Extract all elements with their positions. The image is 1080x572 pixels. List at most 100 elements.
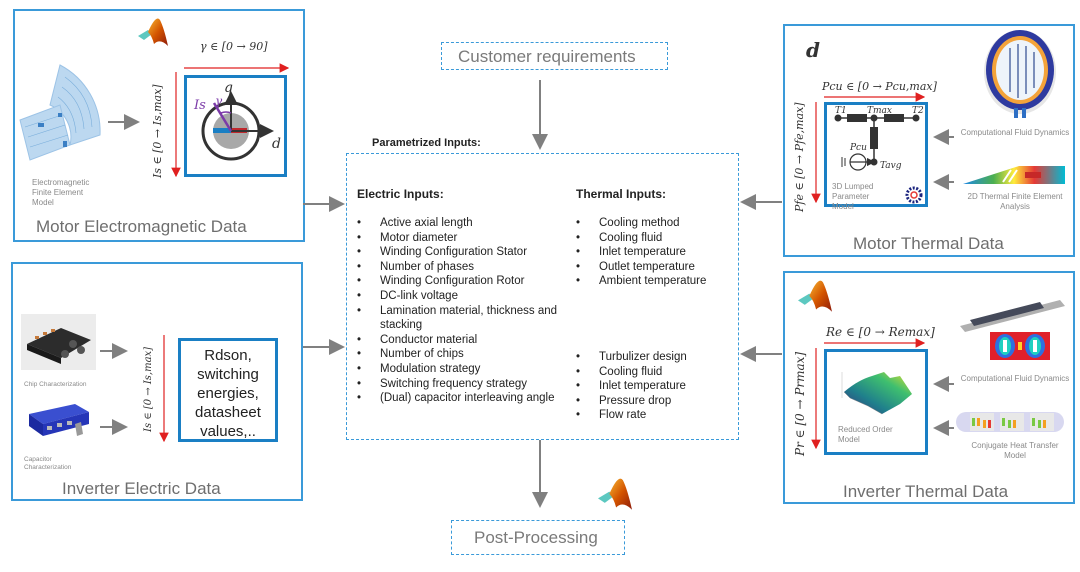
list-item-label: (Dual) capacitor interleaving angle: [380, 392, 555, 405]
bullet-icon: •: [576, 380, 581, 393]
list-item: •Winding Configuration Rotor: [357, 274, 577, 289]
electric-inputs-heading: Electric Inputs:: [357, 187, 444, 201]
list-item: •Switching frequency strategy: [357, 377, 577, 392]
bullet-icon: •: [357, 333, 362, 346]
electric-inputs-list: •Active axial length•Motor diameter•Wind…: [357, 216, 577, 406]
list-item-label: Switching frequency strategy: [380, 377, 528, 390]
list-item: •Turbulizer design: [576, 350, 736, 365]
inverter-thermal-to-inputs-arrow: [740, 346, 782, 362]
chip-arrow: [100, 343, 128, 359]
list-item-label: Cooling method: [599, 217, 680, 229]
inverter-thermal-matlab-logo-icon: [798, 280, 832, 312]
gamma-range-arrow: [184, 63, 290, 73]
motor-em-to-inputs-arrow: [303, 196, 345, 212]
requirements-to-inputs-arrow: [532, 80, 548, 150]
list-item: •Cooling method: [576, 216, 736, 231]
list-item-label: Inlet temperature: [599, 246, 686, 259]
rom-caption: Reduced Order Model: [838, 425, 893, 444]
bullet-icon: •: [576, 351, 581, 363]
bullet-icon: •: [576, 260, 581, 273]
list-item: • Cooling fluid: [576, 365, 736, 380]
chip-module-image: [21, 314, 96, 370]
bullet-icon: •: [357, 289, 362, 302]
dq-vector-diagram: [201, 91, 274, 161]
post-processing-label: Post-Processing: [474, 528, 598, 547]
list-item-label: Pressure drop: [599, 394, 672, 407]
list-item-label: DC-link voltage: [380, 289, 458, 302]
list-item: • Flow rate: [576, 408, 736, 423]
re-range-arrow: [824, 338, 926, 348]
motor-fea-caption: 2D Thermal Finite Element Analysis: [967, 192, 1063, 211]
list-item: •Modulation strategy: [357, 362, 577, 377]
inverter-cfd-image: [960, 300, 1065, 360]
node-tmax-label: Tmax: [867, 106, 892, 116]
q-axis-label: q: [224, 80, 233, 96]
list-item-label: Cooling fluid: [599, 365, 663, 378]
cfd-to-lumped-arrow: [933, 129, 954, 145]
em-model-arrow: [108, 114, 140, 130]
em-fe-model-caption: Electromagnetic Finite Element Model: [32, 178, 90, 207]
motor-thermal-to-inputs-arrow: [740, 194, 782, 210]
list-item: • Inlet temperature: [576, 379, 736, 394]
d-symbol: d: [806, 38, 820, 62]
list-item: •Cooling fluid: [576, 231, 736, 246]
motor-fea-image: [963, 166, 1065, 184]
capacitor-caption: Capacitor Characterization: [24, 456, 72, 471]
angle-label: γ: [215, 94, 223, 108]
customer-requirements-box: [441, 42, 668, 70]
inverter-electric-result-text: Rdson, switching energies, datasheet val…: [195, 347, 261, 440]
pcu-range-arrow: [824, 92, 926, 102]
d-axis-label: d: [272, 136, 281, 152]
motor-cfd-image: [984, 30, 1056, 118]
list-item-label: Inlet temperature: [599, 380, 686, 393]
list-item: • Number of phases: [357, 260, 577, 275]
list-item-label: Number of chips: [380, 348, 464, 361]
inverter-thermal-title: Inverter Thermal Data: [843, 482, 1009, 501]
cht-caption: Conjugate Heat Transfer Model: [971, 441, 1059, 460]
bullet-icon: •: [357, 392, 362, 405]
list-item: •Winding Configuration Stator: [357, 245, 577, 260]
inverter-electric-to-inputs-arrow: [303, 339, 345, 355]
bullet-icon: •: [576, 231, 581, 244]
node-tavg-label: Tavg: [880, 161, 902, 171]
list-item: • Conductor material: [357, 333, 577, 348]
inverter-electric-title: Inverter Electric Data: [62, 479, 221, 498]
node-pcu-label: Pcu: [850, 143, 867, 153]
inverter-electric-result-box: [178, 338, 278, 442]
cht-to-rom-arrow: [933, 420, 954, 436]
postprocessing-matlab-logo-icon: [598, 478, 632, 510]
node-t2-label: T2: [912, 106, 924, 116]
list-item-label: Ambient temperature: [599, 275, 707, 288]
pr-range-label: Pr ∈ [0 → Prmax]: [793, 351, 807, 456]
capacitor-image: [29, 404, 89, 436]
bullet-icon: •: [357, 260, 362, 273]
list-item: • Active axial length: [357, 216, 577, 231]
em-fe-model-image: [19, 64, 101, 161]
bullet-icon: •: [576, 275, 581, 288]
list-item: • (Dual) capacitor interleaving angle: [357, 391, 577, 406]
chip-caption: Chip Characterization: [24, 381, 87, 388]
bullet-icon: •: [576, 365, 581, 378]
list-item: •Inlet temperature: [576, 245, 736, 260]
list-item-label: Number of phases: [380, 260, 474, 273]
list-item: • DC-link voltage: [357, 289, 577, 304]
inputs-to-postprocessing-arrow: [532, 440, 548, 508]
pcu-range-label: Pcu ∈ [0 → Pcu,max]: [822, 80, 937, 93]
list-item-label: Winding Configuration Stator: [380, 246, 528, 259]
motor-cfd-caption: Computational Fluid Dynamics: [960, 128, 1070, 137]
bullet-icon: •: [576, 394, 581, 407]
list-item-label: Active axial length: [380, 217, 473, 229]
list-item-label: Motor diameter: [380, 231, 458, 244]
gamma-range-label: γ ∈ [0 → 90]: [200, 40, 268, 53]
list-item: •Lamination material, thickness and stac…: [357, 304, 577, 333]
re-range-label: Re ∈ [0 → Remax]: [826, 325, 935, 339]
list-item-label: Flow rate: [599, 409, 647, 422]
fea-to-lumped-arrow: [933, 174, 954, 190]
parametrized-inputs-label: Parametrized Inputs:: [372, 137, 481, 149]
bullet-icon: •: [576, 409, 581, 422]
pfe-range-label: Pfe ∈ [0 → Pfe,max]: [793, 102, 806, 212]
list-item-label: Conductor material: [380, 333, 478, 346]
pfe-range-arrow: [811, 102, 821, 204]
bullet-icon: •: [357, 362, 362, 375]
bullet-icon: •: [357, 217, 362, 229]
